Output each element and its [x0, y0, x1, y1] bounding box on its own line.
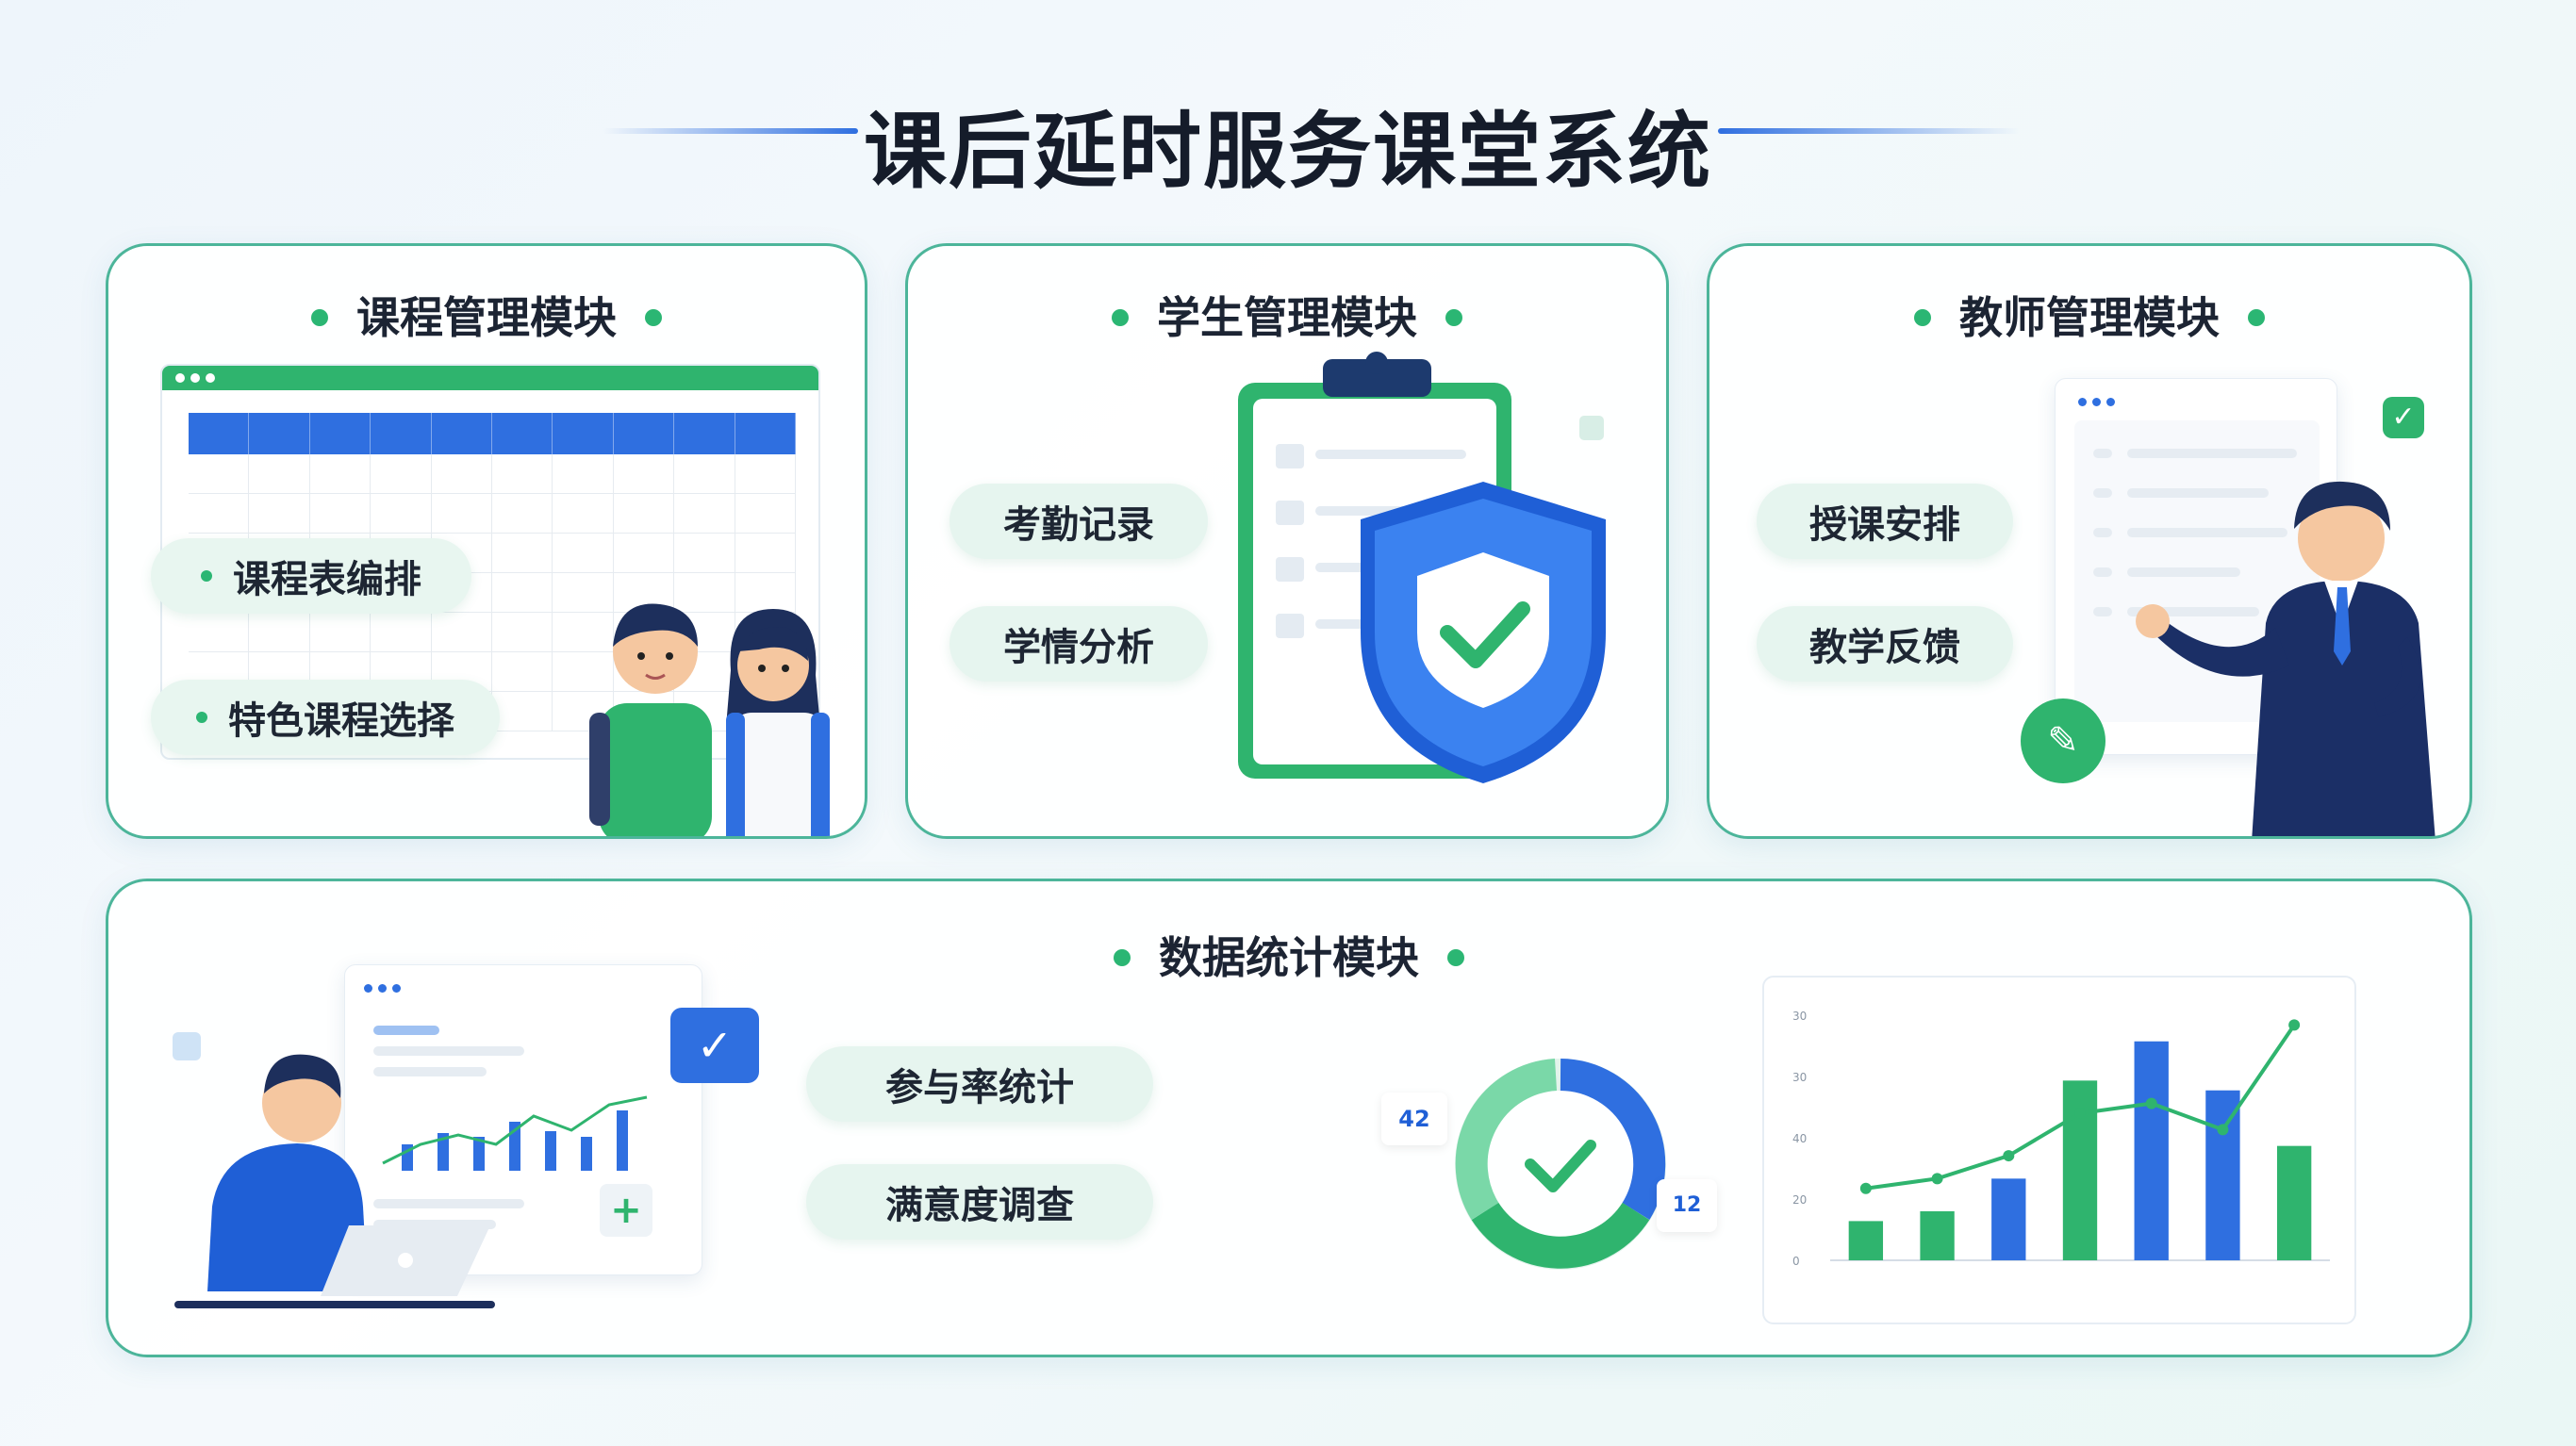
- timetable-scheduling-label: 课程表编排: [233, 558, 421, 601]
- teaching-arrangement-pill[interactable]: 授课安排: [1757, 484, 2013, 559]
- decor-square: [1579, 416, 1604, 440]
- chart-bar: [1920, 1211, 1955, 1260]
- student-module-card[interactable]: 学生管理模块 考勤记录 学情分析: [905, 243, 1669, 839]
- attendance-record-pill[interactable]: 考勤记录: [949, 484, 1208, 559]
- title-area: 课后延时服务课堂系统: [0, 75, 2576, 200]
- bullet-icon: [1447, 948, 1464, 966]
- donut-left-label: 42: [1381, 1093, 1447, 1145]
- bullet-icon: [645, 308, 662, 326]
- bullet-icon: [1112, 308, 1129, 326]
- bullet-icon: [196, 712, 207, 723]
- y-tick-label: 30: [1792, 1071, 1807, 1084]
- bullet-icon: [1445, 308, 1462, 326]
- clipboard-shield-icon: [1238, 352, 1606, 783]
- teacher-module-title: 教师管理模块: [1709, 284, 2469, 346]
- chart-line-point: [2288, 1019, 2301, 1031]
- participation-rate-pill[interactable]: 参与率统计: [806, 1046, 1153, 1122]
- chart-bar: [2205, 1090, 2240, 1260]
- learning-analysis-label: 学情分析: [1003, 626, 1154, 669]
- user-laptop-illustration: [174, 1054, 495, 1308]
- chart-bar: [1848, 1221, 1884, 1260]
- add-icon: +: [600, 1184, 652, 1237]
- check-badge-icon: ✓: [2383, 397, 2424, 438]
- teaching-feedback-label: 教学反馈: [1809, 626, 1960, 669]
- chart-bar: [2134, 1041, 2169, 1260]
- attendance-record-label: 考勤记录: [1003, 503, 1154, 547]
- bullet-icon: [1914, 308, 1931, 326]
- data-module-card[interactable]: 数据统计模块 + ✓ 参与率统计 满意度调查: [106, 879, 2472, 1357]
- teaching-arrangement-label: 授课安排: [1809, 503, 1960, 547]
- note-icon: ✎: [2021, 698, 2105, 783]
- decor-square: [173, 1032, 201, 1060]
- bullet-icon: [311, 308, 328, 326]
- chart-line-point: [2217, 1124, 2229, 1136]
- data-module-title: 数据统计模块: [108, 924, 2469, 986]
- timetable-scheduling-pill[interactable]: 课程表编排: [151, 538, 471, 614]
- student-module-title: 学生管理模块: [908, 284, 1666, 346]
- satisfaction-survey-label: 满意度调查: [885, 1184, 1074, 1227]
- chart-line-point: [1859, 1182, 1872, 1194]
- chart-bar: [2062, 1080, 2098, 1260]
- chart-bar: [1991, 1178, 2026, 1260]
- course-module-title-text: 课程管理模块: [356, 292, 617, 343]
- check-badge-icon: ✓: [670, 1008, 759, 1083]
- chart-line-point: [1931, 1173, 1943, 1185]
- data-module-title-text: 数据统计模块: [1159, 932, 1419, 983]
- special-course-label: 特色课程选择: [228, 699, 454, 743]
- bullet-icon: [201, 570, 212, 582]
- donut-right-label: 12: [1657, 1179, 1717, 1232]
- teacher-illustration: [2136, 481, 2436, 836]
- chart-bar: [2276, 1145, 2312, 1260]
- y-tick-label: 40: [1792, 1132, 1807, 1145]
- course-module-title: 课程管理模块: [108, 284, 865, 346]
- statistics-chart: 0 20 40 30 30: [1762, 976, 2356, 1324]
- chart-line-point: [2145, 1097, 2157, 1109]
- course-module-card[interactable]: 课程管理模块 课程表编排 特色课程选择: [106, 243, 867, 839]
- special-course-pill[interactable]: 特色课程选择: [151, 680, 500, 755]
- teaching-feedback-pill[interactable]: 教学反馈: [1757, 606, 2013, 682]
- learning-analysis-pill[interactable]: 学情分析: [949, 606, 1208, 682]
- title-decor-right: [1718, 128, 2020, 134]
- students-illustration: [589, 603, 830, 836]
- donut-chart-illustration: [1455, 1059, 1666, 1270]
- chart-line-point: [2074, 1108, 2086, 1119]
- y-tick-label: 0: [1792, 1255, 1800, 1268]
- analytics-window-illustration: +: [344, 964, 702, 1275]
- participation-rate-label: 参与率统计: [885, 1066, 1074, 1109]
- satisfaction-survey-pill[interactable]: 满意度调查: [806, 1164, 1153, 1240]
- teacher-module-card[interactable]: 教师管理模块 授课安排 教学反馈 ✓ ✎: [1707, 243, 2472, 839]
- y-tick-label: 30: [1792, 1010, 1807, 1023]
- bullet-icon: [2248, 308, 2265, 326]
- title-decor-left: [603, 128, 858, 134]
- teacher-module-title-text: 教师管理模块: [1959, 292, 2220, 343]
- student-module-title-text: 学生管理模块: [1157, 292, 1417, 343]
- page-title: 课后延时服务课堂系统: [863, 103, 1712, 200]
- y-tick-label: 20: [1792, 1193, 1807, 1207]
- bullet-icon: [1114, 948, 1131, 966]
- chart-line-point: [2003, 1150, 2015, 1162]
- bar-line-chart: 0 20 40 30 30: [1792, 1010, 2330, 1268]
